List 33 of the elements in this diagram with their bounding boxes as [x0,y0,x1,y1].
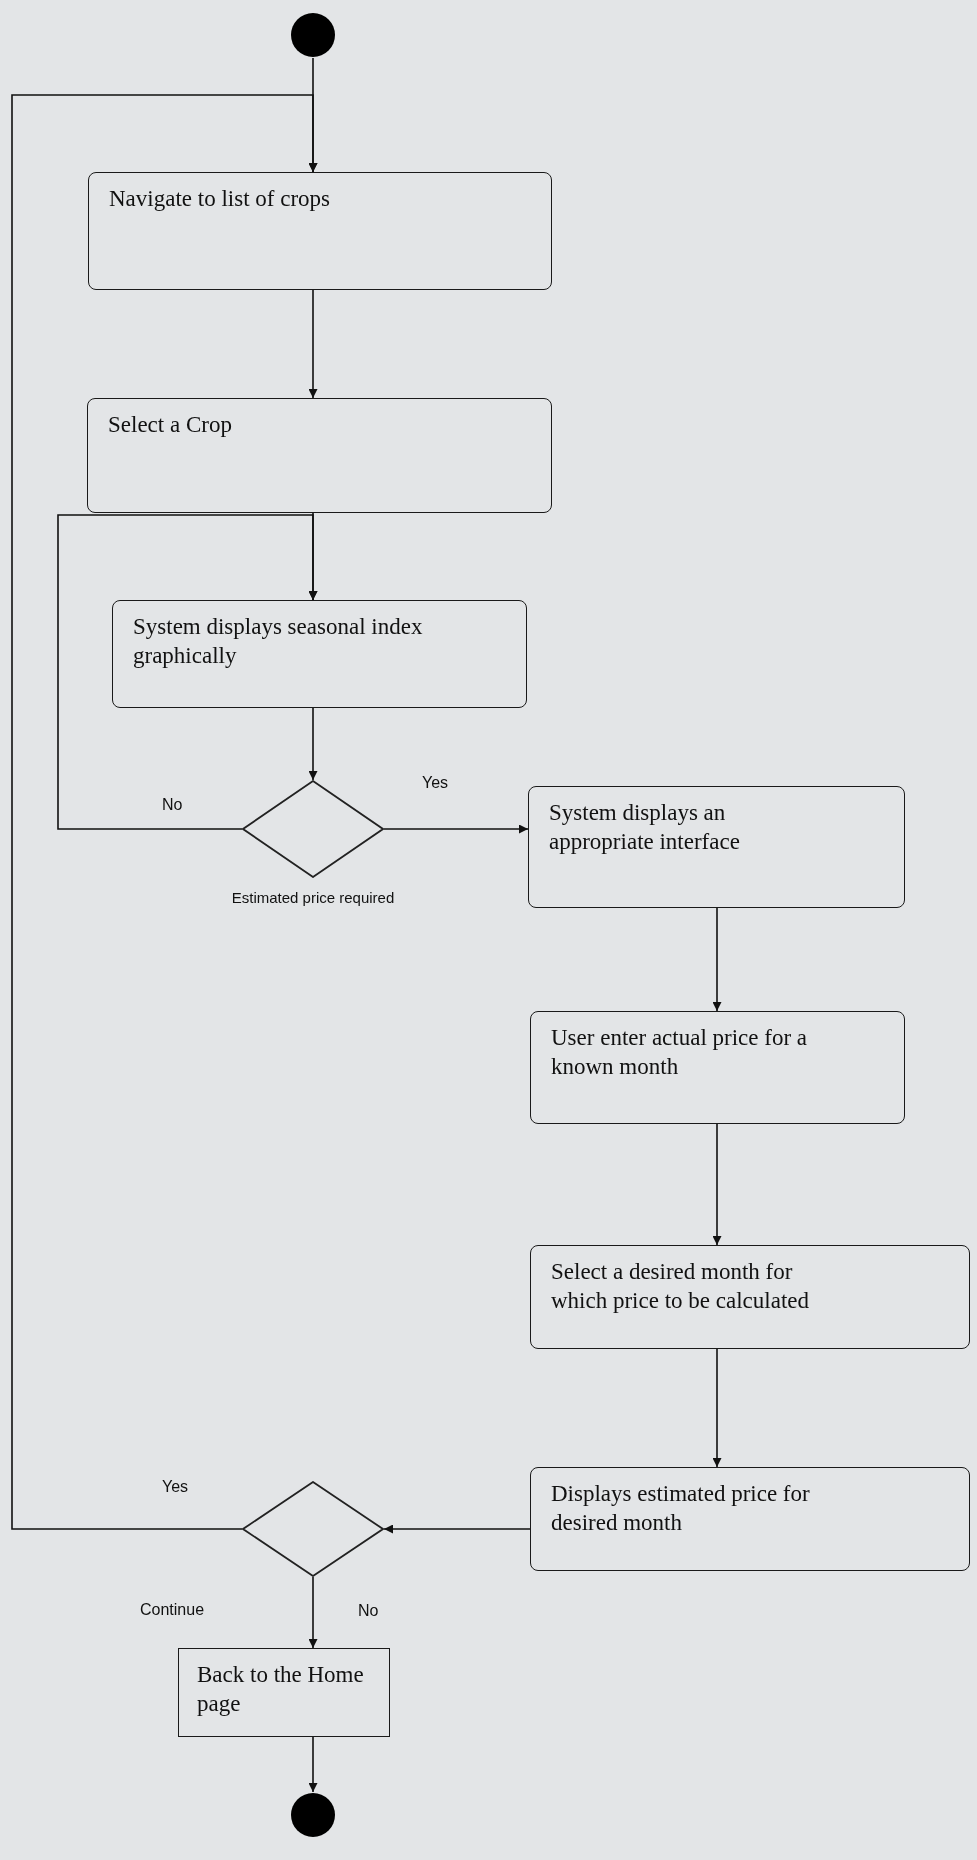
decision-diamond [242,780,384,878]
flow-arrow [712,907,722,1012]
activity-box [87,398,552,513]
activity-box [528,786,905,908]
flow-arrow [712,1348,722,1468]
step-text: Displays estimated price for desired month [551,1480,811,1537]
decision-diamond [242,1481,384,1577]
flow-arrow [308,1576,318,1649]
flow-label: Continue [140,1602,205,1618]
flow-arrow [712,1123,722,1246]
start-node [290,12,336,58]
flow-arrow [308,1736,318,1793]
step-text: Navigate to list of crops [109,185,331,213]
activity-box [112,600,527,708]
step-text: System displays an appropriate interface [549,799,741,856]
flow-arrow [11,94,318,1530]
activity-box [530,1011,905,1124]
step-text: System displays seasonal index graphically [133,613,424,670]
flow-arrow [308,707,318,781]
flow-arrow [308,289,318,399]
activity-box [88,172,552,290]
end-node [290,1792,336,1838]
step-text: Select a Crop [108,411,233,439]
flow-arrow [57,514,318,830]
activity-box [178,1648,390,1737]
activity-box [530,1467,970,1571]
step-text: Select a desired month for which price to be calculated [551,1258,810,1315]
step-text: Back to the Home page [197,1661,365,1718]
flow-arrow [383,824,529,834]
activity-box [530,1245,970,1349]
flow-arrow [383,1524,531,1534]
step-text: User enter actual price for a known month [551,1024,809,1081]
decision-caption: Estimated price required [231,890,395,905]
